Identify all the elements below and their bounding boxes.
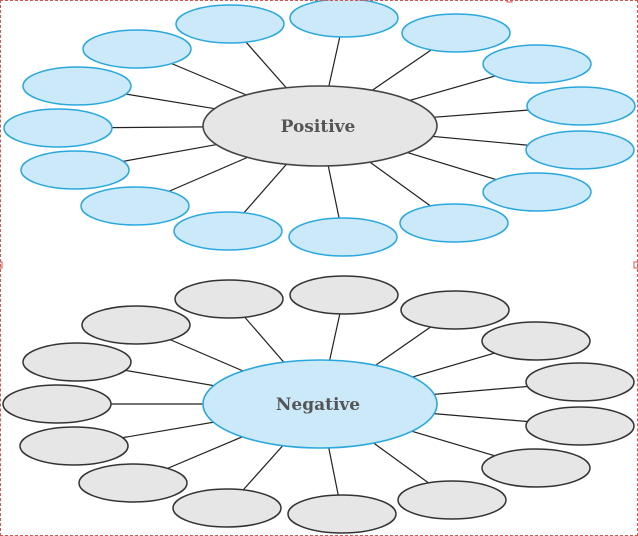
selection-handle-right[interactable] — [633, 261, 638, 269]
positive-spider-diagram: Positive — [3, 0, 636, 257]
negative-spoke-bubble[interactable] — [397, 480, 507, 520]
positive-spoke-bubble[interactable] — [82, 29, 192, 69]
negative-spoke-bubble[interactable] — [525, 406, 635, 446]
negative-spoke-bubble[interactable] — [287, 494, 397, 534]
selection-handle-left[interactable] — [0, 261, 3, 269]
selection-handles — [0, 0, 638, 269]
negative-spoke-bubble[interactable] — [19, 426, 129, 466]
negative-spoke-bubble[interactable] — [525, 362, 635, 402]
negative-spoke-bubble[interactable] — [400, 290, 510, 330]
positive-spoke-bubble[interactable] — [482, 44, 592, 84]
positive-spoke-bubble[interactable] — [20, 150, 130, 190]
negative-spoke-bubble[interactable] — [289, 275, 399, 315]
negative-spoke-bubble[interactable] — [481, 321, 591, 361]
positive-spoke-bubble[interactable] — [173, 211, 283, 251]
negative-spoke-bubble[interactable] — [22, 342, 132, 382]
positive-hub-label: Positive — [281, 117, 356, 137]
positive-spoke-bubble[interactable] — [526, 86, 636, 126]
positive-hub-bubble[interactable] — [202, 85, 438, 167]
positive-spoke-bubble[interactable] — [80, 186, 190, 226]
positive-spoke-bubble[interactable] — [288, 217, 398, 257]
negative-spoke-bubble[interactable] — [174, 279, 284, 319]
positive-spoke-bubble[interactable] — [401, 13, 511, 53]
positive-spoke-bubble[interactable] — [482, 172, 592, 212]
negative-spoke-bubble[interactable] — [2, 384, 112, 424]
positive-spoke-bubble[interactable] — [22, 66, 132, 106]
positive-spoke-bubble[interactable] — [525, 130, 635, 170]
negative-hub-bubble[interactable] — [202, 359, 438, 449]
negative-spoke-bubble[interactable] — [78, 463, 188, 503]
negative-spider-diagram: Negative — [2, 275, 635, 534]
negative-spoke-bubble[interactable] — [81, 305, 191, 345]
negative-hub-label: Negative — [276, 395, 360, 415]
positive-spoke-bubble[interactable] — [3, 108, 113, 148]
positive-spoke-bubble[interactable] — [399, 203, 509, 243]
negative-spoke-bubble[interactable] — [172, 488, 282, 528]
positive-spoke-bubble[interactable] — [289, 0, 399, 38]
negative-spoke-bubble[interactable] — [481, 448, 591, 488]
selection-handle-top[interactable] — [506, 0, 513, 3]
positive-spoke-bubble[interactable] — [175, 4, 285, 44]
